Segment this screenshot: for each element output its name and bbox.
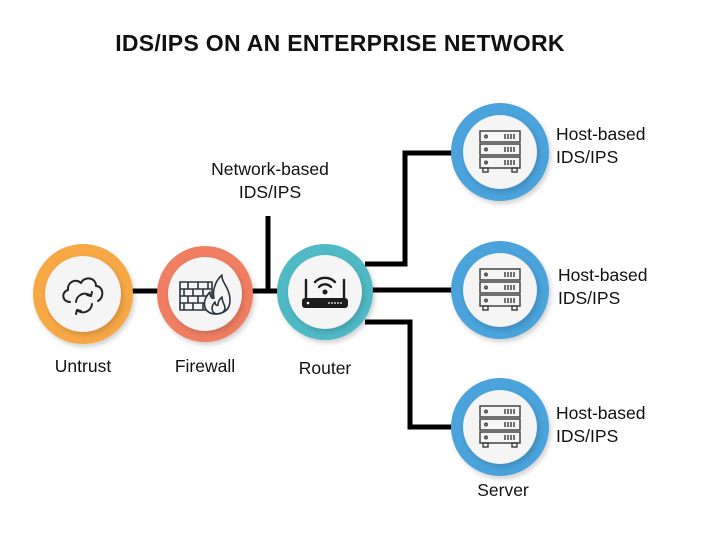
server-rack-icon <box>479 268 521 311</box>
network-ids-label: Network-based IDS/IPS <box>180 158 360 204</box>
edge-router-server-1 <box>365 150 455 267</box>
server-node-2 <box>451 241 549 339</box>
edge-router-server-3 <box>365 319 455 430</box>
firewall-node <box>157 246 253 342</box>
router-label: Router <box>298 358 352 378</box>
server-rack-icon <box>479 405 521 448</box>
server-3-annotation-line1: Host-based <box>556 403 646 423</box>
server-rack-icon <box>479 130 521 173</box>
server-1-annotation-line2: IDS/IPS <box>556 147 619 167</box>
cloud-sync-icon <box>62 277 104 315</box>
router-node <box>277 244 373 340</box>
server-label: Server <box>477 480 529 500</box>
network-ids-line1: Network-based <box>211 159 329 179</box>
wifi-router-icon <box>302 276 348 308</box>
server-3-annotation: Host-based IDS/IPS <box>556 402 646 448</box>
server-node-3 <box>451 378 549 476</box>
server-1-annotation: Host-based IDS/IPS <box>556 123 646 169</box>
network-ids-line2: IDS/IPS <box>238 182 302 202</box>
firewall-label: Firewall <box>174 356 236 376</box>
diagram-title: IDS/IPS ON AN ENTERPRISE NETWORK <box>115 30 565 56</box>
server-node-1 <box>451 103 549 201</box>
server-1-annotation-line1: Host-based <box>556 124 646 144</box>
untrust-label: Untrust <box>54 356 112 376</box>
server-3-annotation-line2: IDS/IPS <box>556 426 619 446</box>
untrust-node <box>33 244 133 344</box>
server-2-annotation-line2: IDS/IPS <box>558 288 621 308</box>
server-2-annotation: Host-based IDS/IPS <box>558 264 648 310</box>
server-2-annotation-line1: Host-based <box>558 265 648 285</box>
firewall-icon <box>179 274 231 315</box>
